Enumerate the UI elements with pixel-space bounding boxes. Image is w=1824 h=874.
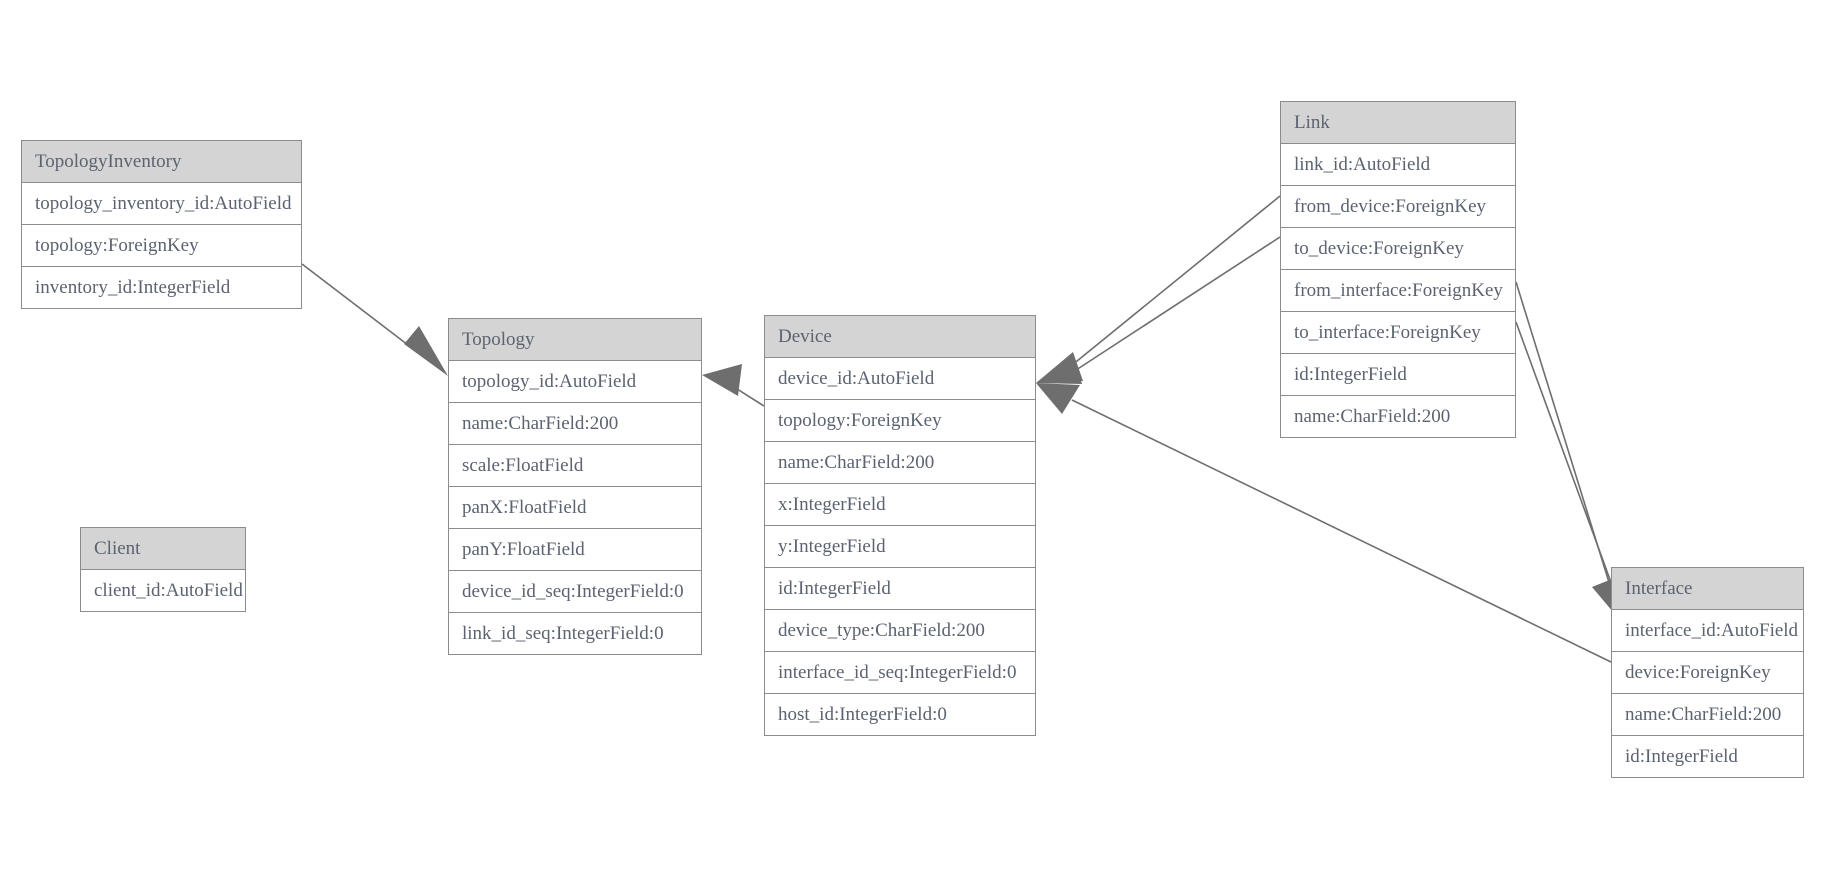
field-row: from_device:ForeignKey (1281, 185, 1515, 227)
relationship-link-to-interface (1515, 321, 1624, 625)
field-row: device_id:AutoField (765, 358, 1035, 399)
relationship-link-from-interface (1515, 281, 1624, 625)
field-row: link_id_seq:IntegerField:0 (449, 612, 701, 654)
relationship-link-from-device (1036, 195, 1281, 383)
entity-field-list-client: client_id:AutoField (81, 570, 245, 611)
entity-title-interface: Interface (1612, 568, 1803, 610)
relationship-link-to-device (1036, 236, 1281, 384)
relationship-device-topology (702, 364, 765, 407)
entity-title-topology: Topology (449, 319, 701, 361)
relationship-topologyinventory-topology (301, 263, 448, 376)
field-row: device_id_seq:IntegerField:0 (449, 570, 701, 612)
entity-topology[interactable]: Topology topology_id:AutoField name:Char… (448, 318, 702, 655)
field-row: x:IntegerField (765, 483, 1035, 525)
field-row: host_id:IntegerField:0 (765, 693, 1035, 735)
entity-field-list-link: link_id:AutoField from_device:ForeignKey… (1281, 144, 1515, 437)
field-row: link_id:AutoField (1281, 144, 1515, 185)
field-row: to_device:ForeignKey (1281, 227, 1515, 269)
field-row: name:CharField:200 (449, 402, 701, 444)
entity-interface[interactable]: Interface interface_id:AutoField device:… (1611, 567, 1804, 778)
field-row: topology_id:AutoField (449, 361, 701, 402)
field-row: scale:FloatField (449, 444, 701, 486)
entity-title-link: Link (1281, 102, 1515, 144)
field-row: id:IntegerField (1612, 735, 1803, 777)
entity-title-client: Client (81, 528, 245, 570)
field-row: interface_id:AutoField (1612, 610, 1803, 651)
entity-field-list-topology-inventory: topology_inventory_id:AutoField topology… (22, 183, 301, 308)
field-row: panY:FloatField (449, 528, 701, 570)
field-row: id:IntegerField (765, 567, 1035, 609)
field-row: client_id:AutoField (81, 570, 245, 611)
field-row: device_type:CharField:200 (765, 609, 1035, 651)
field-row: interface_id_seq:IntegerField:0 (765, 651, 1035, 693)
field-row: id:IntegerField (1281, 353, 1515, 395)
entity-field-list-device: device_id:AutoField topology:ForeignKey … (765, 358, 1035, 735)
field-row: topology:ForeignKey (765, 399, 1035, 441)
field-row: name:CharField:200 (1612, 693, 1803, 735)
field-row: topology:ForeignKey (22, 224, 301, 266)
entity-client[interactable]: Client client_id:AutoField (80, 527, 246, 612)
entity-topology-inventory[interactable]: TopologyInventory topology_inventory_id:… (21, 140, 302, 309)
field-row: device:ForeignKey (1612, 651, 1803, 693)
entity-link[interactable]: Link link_id:AutoField from_device:Forei… (1280, 101, 1516, 438)
field-row: to_interface:ForeignKey (1281, 311, 1515, 353)
entity-device[interactable]: Device device_id:AutoField topology:Fore… (764, 315, 1036, 736)
field-row: topology_inventory_id:AutoField (22, 183, 301, 224)
field-row: from_interface:ForeignKey (1281, 269, 1515, 311)
entity-field-list-interface: interface_id:AutoField device:ForeignKey… (1612, 610, 1803, 777)
field-row: name:CharField:200 (765, 441, 1035, 483)
field-row: inventory_id:IntegerField (22, 266, 301, 308)
field-row: name:CharField:200 (1281, 395, 1515, 437)
entity-title-device: Device (765, 316, 1035, 358)
field-row: panX:FloatField (449, 486, 701, 528)
field-row: y:IntegerField (765, 525, 1035, 567)
entity-title-topology-inventory: TopologyInventory (22, 141, 301, 183)
entity-field-list-topology: topology_id:AutoField name:CharField:200… (449, 361, 701, 654)
